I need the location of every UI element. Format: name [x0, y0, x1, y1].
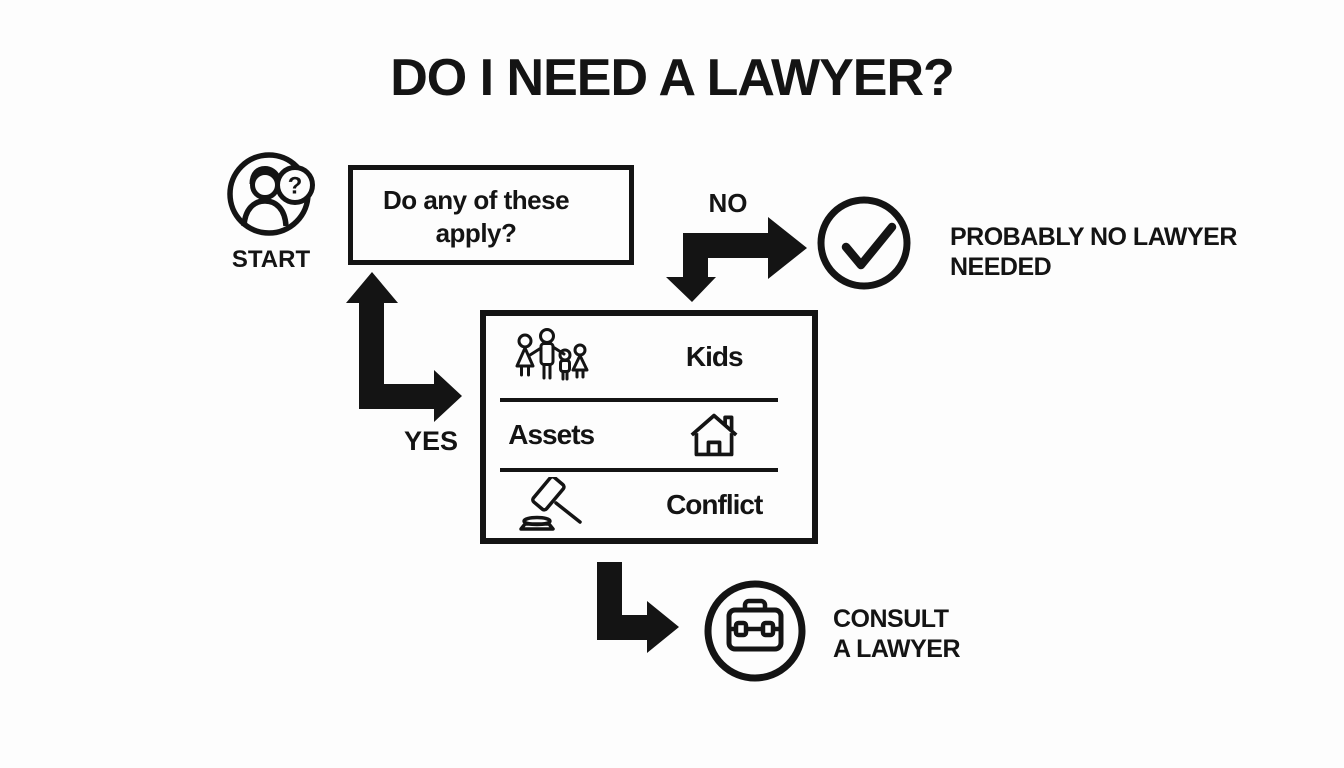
no-branch-label: NO	[708, 188, 748, 218]
briefcase-circle-icon	[704, 580, 806, 682]
yes-branch-label: YES	[403, 426, 459, 456]
start-label: START	[231, 246, 311, 273]
yes-arrow	[346, 272, 462, 422]
question-box: Do any of these apply?	[348, 165, 634, 265]
no-arrow	[666, 217, 807, 302]
gavel-icon	[519, 476, 582, 531]
criteria-box: Kids Assets	[480, 310, 818, 544]
row-divider	[500, 467, 778, 472]
row-divider	[500, 398, 778, 403]
page-title: DO I NEED A LAWYER?	[390, 49, 955, 107]
consult-result-text: CONSULT A LAWYER	[833, 605, 961, 663]
consult-arrow	[597, 562, 679, 653]
criteria-row-conflict: Conflict	[486, 472, 812, 538]
criteria-label-conflict: Conflict	[666, 488, 763, 520]
family-icon	[515, 328, 589, 381]
checkmark-circle-icon	[817, 196, 911, 290]
house-icon	[690, 413, 738, 457]
criteria-row-kids: Kids	[486, 316, 812, 398]
criteria-label-assets: Assets	[508, 418, 595, 450]
criteria-row-assets: Assets	[486, 402, 812, 467]
person-question-icon: ?	[227, 152, 315, 236]
criteria-label-kids: Kids	[685, 341, 744, 373]
question-text: Do any of these apply?	[382, 185, 570, 248]
no-result-text: PROBABLY NO LAWYER NEEDED	[950, 223, 1237, 281]
question-badge: ?	[288, 173, 303, 200]
